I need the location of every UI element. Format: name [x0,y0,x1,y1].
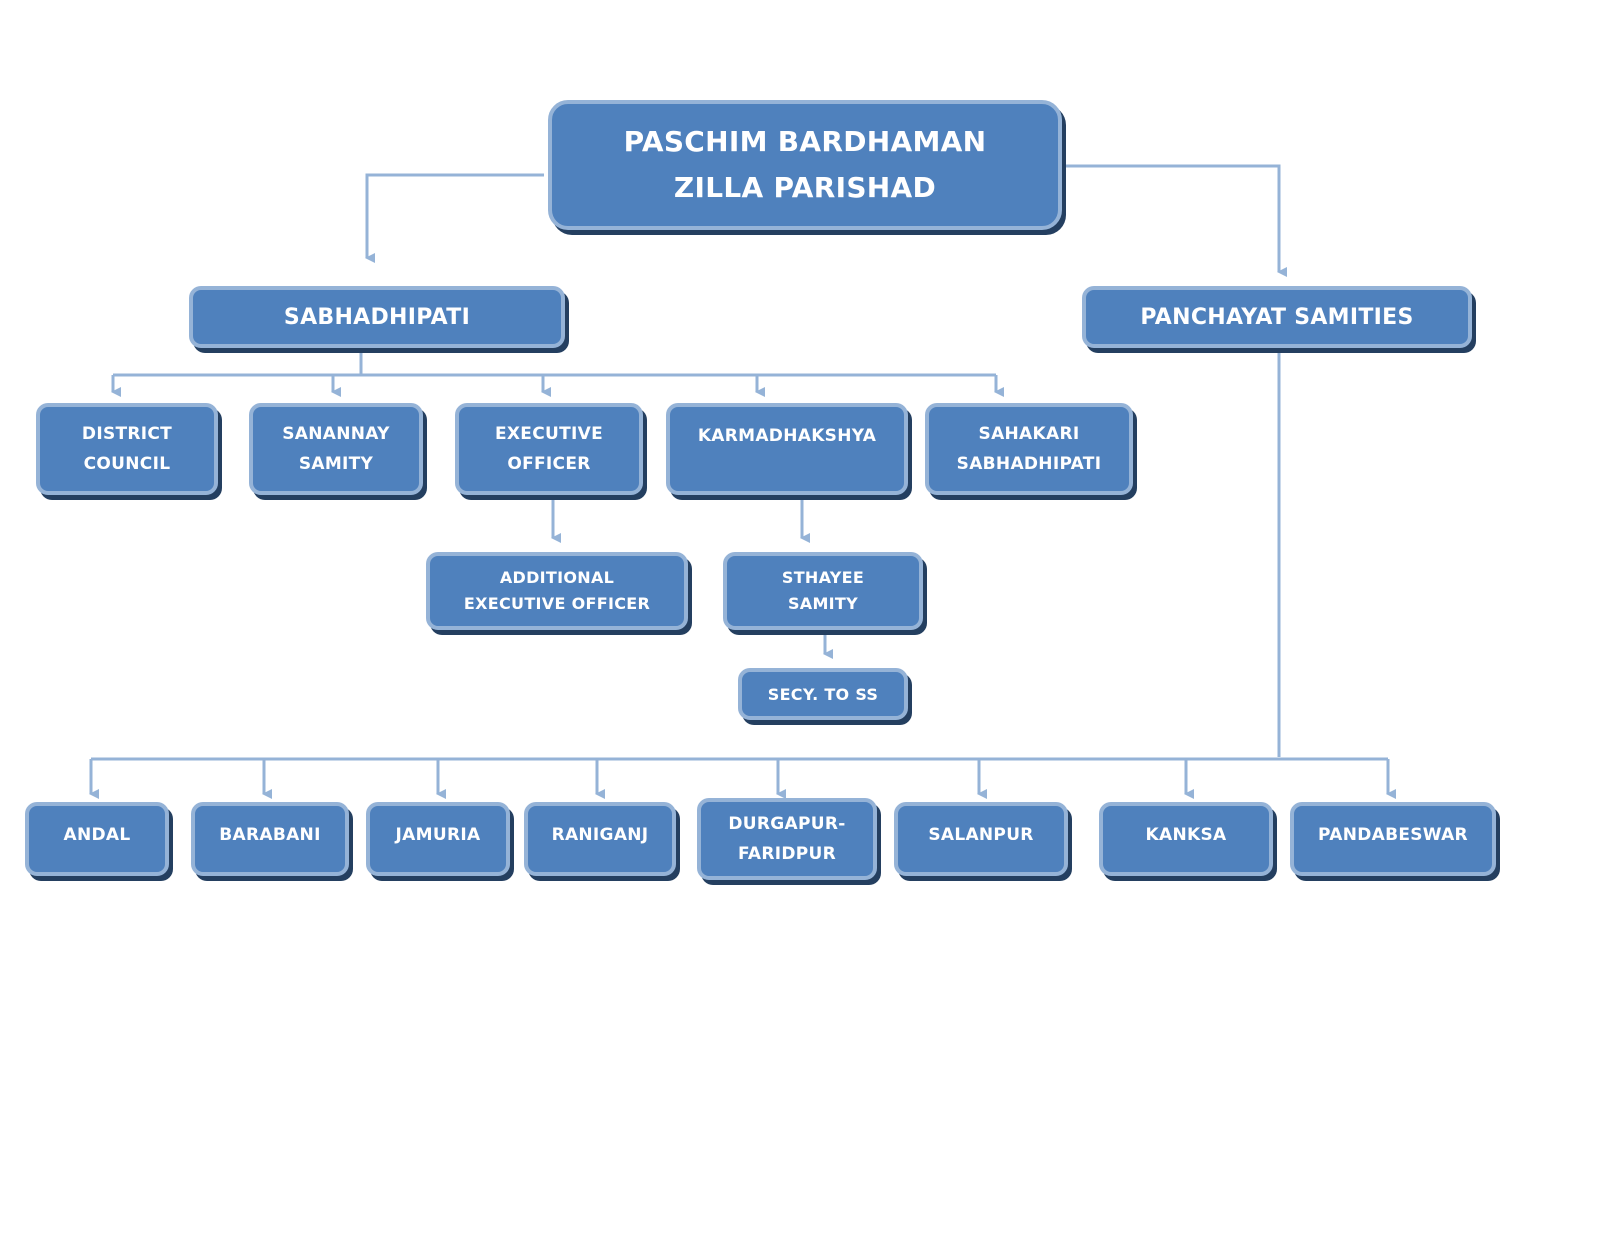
node-panchayat-samities-label: PANCHAYAT SAMITIES [1140,304,1414,330]
node-sahakari-sabhadhipati: SAHAKARI SABHADHIPATI [925,403,1133,495]
node-samity-durgapur-faridpur-line2: FARIDPUR [737,844,837,864]
node-sahakari-sabhadhipati-line2: SABHADHIPATI [956,454,1102,474]
node-panchayat-samities: PANCHAYAT SAMITIES [1082,286,1472,348]
node-samity-durgapur-faridpur-line1: DURGAPUR- [728,814,846,834]
node-district-council: DISTRICT COUNCIL [36,403,218,495]
connector-sabhadhipati-bus [113,350,996,377]
node-samity-barabani-label: BARABANI [219,825,321,845]
node-zilla-parishad: PASCHIM BARDHAMAN ZILLA PARISHAD [548,100,1062,230]
node-sanannay-samity-line2: SAMITY [298,454,374,474]
node-sabhadhipati: SABHADHIPATI [189,286,565,348]
node-samity-kanksa-label: KANKSA [1145,825,1227,845]
node-executive-officer-line1: EXECUTIVE [494,424,603,444]
node-secy-to-ss: SECY. TO SS [738,668,908,720]
node-additional-executive-officer-line1: ADDITIONAL [499,568,615,587]
node-executive-officer: EXECUTIVE OFFICER [455,403,643,495]
node-additional-executive-officer: ADDITIONAL EXECUTIVE OFFICER [426,552,688,630]
node-sanannay-samity-line1: SANANNAY [282,424,390,444]
node-samity-barabani: BARABANI [191,802,349,876]
node-karmadhakshya: KARMADHAKSHYA [666,403,908,495]
node-samity-durgapur-faridpur: DURGAPUR- FARIDPUR [697,798,877,880]
node-zilla-parishad-line2: ZILLA PARISHAD [673,171,937,204]
node-sthayee-samity: STHAYEE SAMITY [723,552,923,630]
node-samity-salanpur: SALANPUR [894,802,1068,876]
node-executive-officer-line2: OFFICER [507,454,591,474]
node-samity-raniganj-label: RANIGANJ [551,825,649,845]
node-additional-executive-officer-line2: EXECUTIVE OFFICER [463,594,651,613]
node-sanannay-samity: SANANNAY SAMITY [249,403,423,495]
node-zilla-parishad-line1: PASCHIM BARDHAMAN [623,125,987,158]
node-sabhadhipati-label: SABHADHIPATI [283,304,471,330]
node-sthayee-samity-line2: SAMITY [787,594,859,613]
node-samity-jamuria: JAMURIA [366,802,510,876]
connector-root-panchayat [1064,164,1287,277]
node-samity-jamuria-label: JAMURIA [395,825,481,845]
node-karmadhakshya-line1: KARMADHAKSHYA [697,426,877,446]
node-samity-salanpur-label: SALANPUR [928,825,1034,845]
node-sthayee-samity-line1: STHAYEE [781,568,865,587]
node-samity-andal-label: ANDAL [63,825,131,845]
node-secy-to-ss-label: SECY. TO SS [767,684,879,704]
node-samity-andal: ANDAL [25,802,169,876]
node-samity-raniganj: RANIGANJ [524,802,676,876]
node-district-council-line2: COUNCIL [83,454,171,474]
node-samity-kanksa: KANKSA [1099,802,1273,876]
connector-root-sabhadhipati [365,173,544,263]
node-district-council-line1: DISTRICT [81,424,173,444]
node-samity-pandabeswar: PANDABESWAR [1290,802,1496,876]
node-sahakari-sabhadhipati-line1: SAHAKARI [978,424,1080,444]
node-samity-pandabeswar-label: PANDABESWAR [1318,825,1468,845]
